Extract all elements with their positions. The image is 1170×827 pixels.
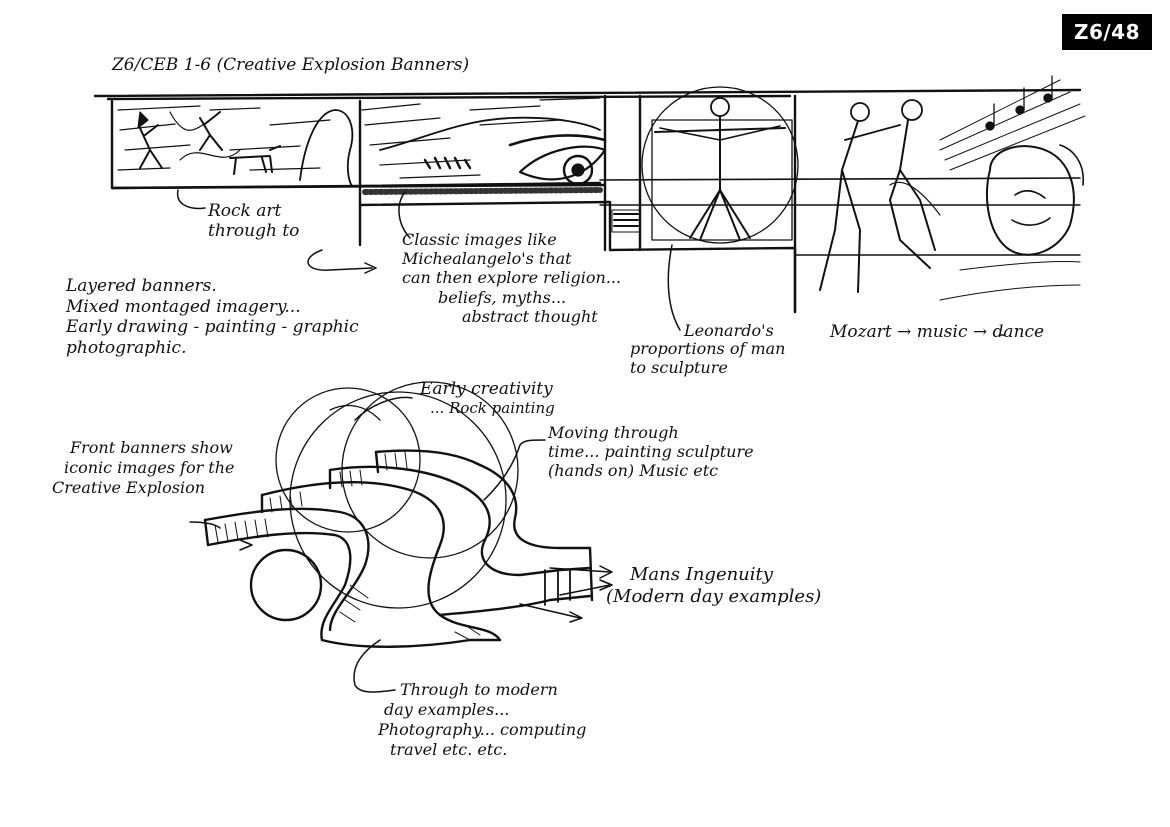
mans-ingenuity-note: Mans Ingenuity (Modern day examples) (606, 564, 821, 607)
sculpture-leader-lines (189, 396, 613, 693)
rock-art-panel (117, 105, 354, 187)
leonardo-line-3: to sculpture (630, 357, 728, 377)
early-creativity-line-1: Early creativity (420, 379, 553, 399)
front-banners-note: Front banners show iconic images for the… (52, 438, 235, 498)
layered-line-4: photographic. (66, 338, 187, 359)
modern-day-line-2: day examples... (384, 700, 510, 719)
sculpture-circles (249, 381, 519, 622)
layered-banners-note: Layered banners. Mixed montaged imagery.… (66, 276, 359, 359)
sculpture-ribbons (203, 449, 594, 648)
leonardo-note: Leonardo's proportions of man to sculptu… (630, 321, 786, 377)
modern-day-line-3: Photography... computing (378, 720, 587, 739)
moving-through-line-3: (hands on) Music etc (548, 460, 719, 480)
vitruvian-man-panel (611, 86, 799, 244)
moving-through-line-1: Moving through (548, 423, 679, 442)
classic-images-line-5: abstract thought (462, 306, 598, 326)
front-banners-line-2: iconic images for the (64, 458, 235, 477)
front-banners-line-1: Front banners show (70, 438, 233, 457)
rock-art-note: Rock art through to (208, 201, 300, 241)
sheet-title: Z6/CEB 1-6 (Creative Explosion Banners) (112, 55, 470, 75)
early-creativity-line-2: ... Rock painting (430, 398, 555, 417)
classic-images-note: Classic images like Michealangelo's that… (402, 230, 621, 326)
mans-ingenuity-line-1: Mans Ingenuity (630, 564, 773, 585)
leonardo-line-2: proportions of man (630, 339, 786, 359)
mans-ingenuity-line-2: (Modern day examples) (606, 585, 822, 607)
moving-through-time-note: Moving through time... painting sculptur… (548, 423, 754, 481)
leonardo-line-1: Leonardo's (684, 321, 774, 340)
rock-art-line-2: through to (208, 220, 300, 241)
layered-line-2: Mixed montaged imagery... (66, 296, 301, 317)
modern-day-line-1: Through to modern (400, 680, 558, 699)
banner-strip (93, 88, 1082, 314)
modern-day-line-4: travel etc. etc. (390, 740, 508, 759)
modern-day-note: Through to modern day examples... Photog… (378, 680, 586, 760)
classic-images-line-4: beliefs, myths... (438, 287, 567, 307)
page-code-badge: Z6/48 (1061, 14, 1152, 50)
banner-leader-lines (176, 189, 1005, 336)
layered-line-1: Layered banners. (66, 276, 217, 296)
early-creativity-note: Early creativity ... Rock painting (420, 379, 555, 417)
dance-music-panel (819, 75, 1086, 301)
classic-images-line-3: can then explore religion... (402, 268, 622, 288)
front-banners-line-3: Creative Explosion (52, 478, 205, 497)
classic-images-panel (361, 97, 607, 195)
classic-images-line-2: Michealangelo's that (402, 249, 572, 269)
rock-art-line-1: Rock art (208, 201, 282, 221)
layered-line-3: Early drawing - painting - graphic (66, 317, 359, 338)
mozart-note: Mozart → music → dance (830, 322, 1045, 342)
sculpture-hatching (214, 451, 481, 641)
moving-through-line-2: time... painting sculpture (548, 441, 754, 461)
classic-images-line-1: Classic images like (402, 230, 557, 249)
